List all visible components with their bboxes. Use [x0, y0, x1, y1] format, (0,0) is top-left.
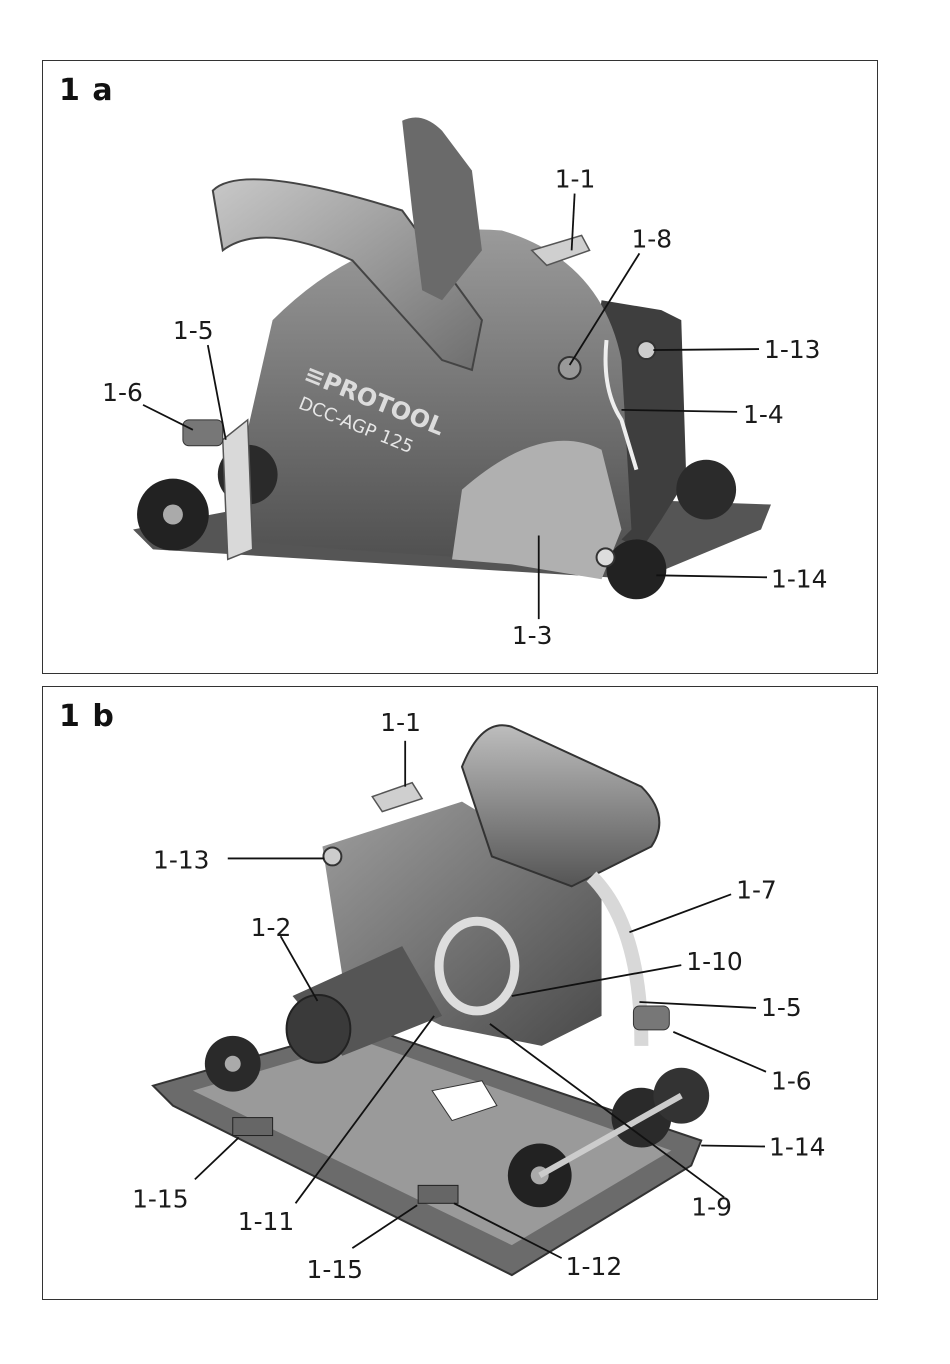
- callout-1-5: 1-5: [173, 316, 214, 345]
- callout-1-14: 1-14: [769, 1132, 826, 1161]
- figure-panel-1a: 1 a: [42, 60, 878, 674]
- pivot-screw: [597, 548, 615, 566]
- callout-1-12: 1-12: [566, 1252, 623, 1281]
- callout-1-5: 1-5: [761, 993, 802, 1022]
- rear-wheel-right: [676, 460, 736, 520]
- callout-1-10: 1-10: [686, 947, 743, 976]
- callout-1-4: 1-4: [743, 400, 784, 429]
- callout-1-6: 1-6: [771, 1067, 812, 1096]
- saw-illustration-side: ≡PROTOOL DCC-AGP 125 1-1 1-8 1-5 1-6 1-1…: [43, 61, 877, 673]
- screw-1-13: [637, 341, 655, 359]
- wheel-hub: [225, 1056, 241, 1072]
- callout-1-15-front: 1-15: [307, 1255, 364, 1284]
- callout-1-15-left: 1-15: [132, 1184, 189, 1213]
- callout-1-14: 1-14: [771, 564, 828, 593]
- callout-1-13: 1-13: [764, 335, 821, 364]
- saw-illustration-rear: 1-1 1-13 1-7 1-2 1-10 1-5 1-6 1-14 1-15 …: [43, 687, 877, 1299]
- rail-clamp-front: [418, 1185, 458, 1203]
- rail-clamp-left: [233, 1118, 273, 1136]
- callout-1-1: 1-1: [380, 708, 421, 737]
- clamp-knob: [633, 1006, 669, 1030]
- figure-panel-1b: 1 b: [42, 686, 878, 1300]
- callout-1-6: 1-6: [102, 378, 143, 407]
- callout-1-11: 1-11: [238, 1207, 295, 1236]
- callout-1-3: 1-3: [512, 621, 553, 650]
- callout-1-13: 1-13: [153, 845, 210, 874]
- nozzle-opening: [287, 995, 351, 1063]
- rear-wheel-left: [607, 539, 667, 599]
- screw-1-13: [323, 847, 341, 865]
- lock-lever: [372, 783, 422, 812]
- callout-1-2: 1-2: [251, 913, 292, 942]
- callout-1-9: 1-9: [691, 1192, 732, 1221]
- wheel-hub: [163, 505, 183, 525]
- button-1-8: [559, 357, 581, 379]
- callout-1-8: 1-8: [631, 224, 672, 253]
- callout-1-7: 1-7: [736, 875, 777, 904]
- depth-scale-bracket: [223, 420, 253, 560]
- callout-1-1: 1-1: [555, 165, 596, 194]
- clamp-knob: [183, 420, 223, 446]
